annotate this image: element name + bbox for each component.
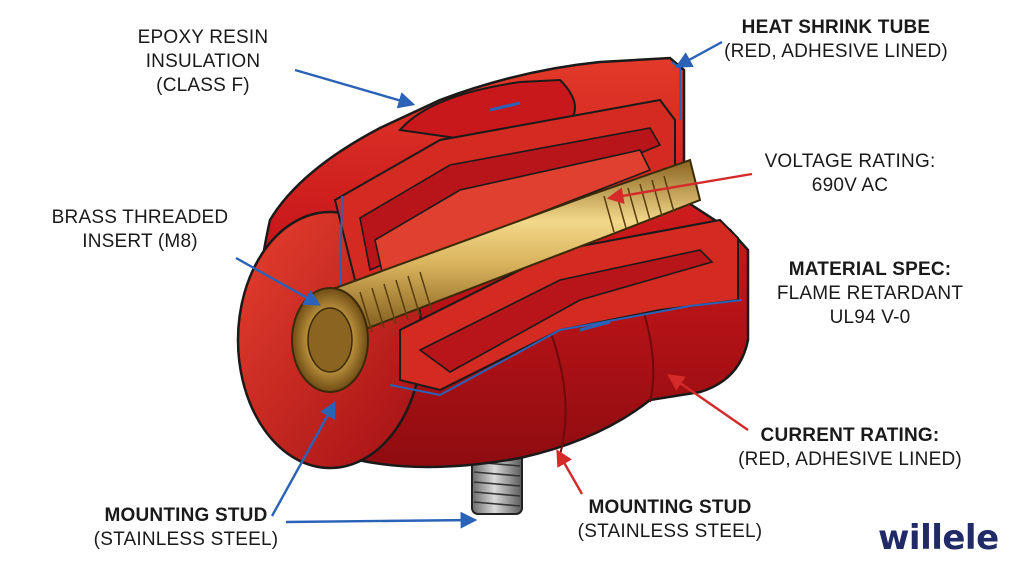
label-epoxy-line1: EPOXY RESIN (137, 27, 269, 48)
label-heat-shrink-line1: HEAT SHRINK TUBE (741, 17, 931, 38)
label-voltage-line2: 690V AC (811, 175, 889, 196)
label-mounting-stud-center: MOUNTING STUD (STAINLESS STEEL) (570, 496, 770, 544)
brand-logo: willele (878, 518, 999, 558)
label-heat-shrink-tube: HEAT SHRINK TUBE (RED, ADHESIVE LINED) (716, 16, 956, 64)
label-voltage-rating: VOLTAGE RATING: 690V AC (750, 150, 950, 198)
label-epoxy-line2: INSULATION (145, 51, 261, 72)
label-brass-line1: BRASS THREADED (51, 207, 229, 228)
label-brass-line2: INSERT (M8) (82, 231, 198, 252)
label-material-spec: MATERIAL SPEC: FLAME RETARDANT UL94 V-0 (770, 258, 970, 330)
label-material-line2: FLAME RETARDANT (776, 283, 964, 304)
label-stud-center-line2: (STAINLESS STEEL) (577, 521, 763, 542)
label-material-line3: UL94 V-0 (829, 307, 911, 328)
label-stud-left-line2: (STAINLESS STEEL) (93, 529, 279, 550)
label-current-line1: CURRENT RATING: (760, 425, 940, 446)
label-material-line1: MATERIAL SPEC: (788, 259, 952, 280)
label-epoxy-line3: (CLASS F) (156, 75, 250, 96)
label-current-line2: (RED, ADHESIVE LINED) (738, 449, 962, 470)
label-epoxy-resin: EPOXY RESIN INSULATION (CLASS F) (118, 26, 288, 98)
label-stud-center-line1: MOUNTING STUD (588, 497, 752, 518)
leader-lines (235, 40, 753, 529)
label-brass-insert: BRASS THREADED INSERT (M8) (40, 206, 240, 254)
label-heat-shrink-line2: (RED, ADHESIVE LINED) (724, 41, 948, 62)
label-current-rating: CURRENT RATING: (RED, ADHESIVE LINED) (730, 424, 970, 472)
label-voltage-line1: VOLTAGE RATING: (764, 151, 936, 172)
label-stud-left-line1: MOUNTING STUD (104, 505, 268, 526)
label-mounting-stud-left: MOUNTING STUD (STAINLESS STEEL) (86, 504, 286, 552)
